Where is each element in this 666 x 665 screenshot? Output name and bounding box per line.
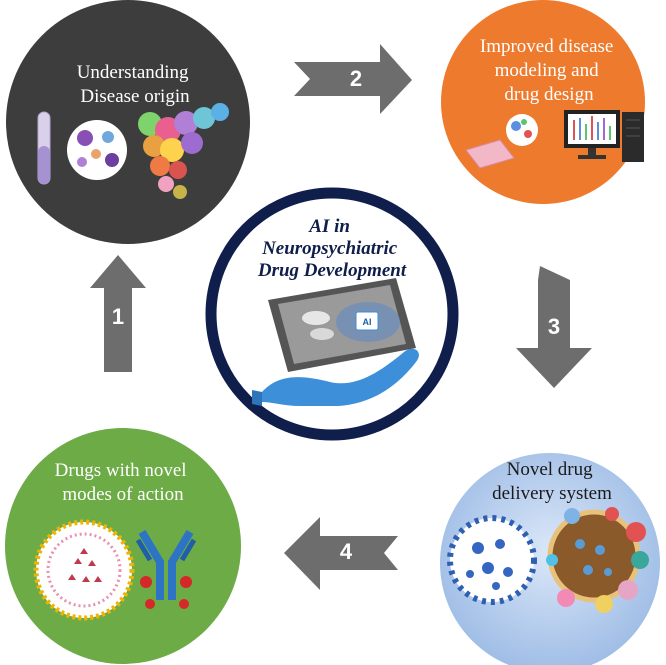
liposome-carrier-icon <box>546 507 649 613</box>
nanoparticle-icon <box>447 515 537 605</box>
stage-1-line-2: Disease origin <box>80 86 190 107</box>
stage-novel-drug-delivery: Novel drug delivery system <box>440 453 660 665</box>
stage-1-line-1: Understanding <box>77 62 189 83</box>
arrow-4-number: 4 <box>340 539 353 564</box>
center-title-line-3: Drug Development <box>257 260 407 281</box>
liposome-drug-icon <box>33 519 135 621</box>
stage-novel-modes-of-action: Drugs with novel modes of action <box>5 428 241 664</box>
server-tower-icon <box>622 112 644 162</box>
center-ai-hub: AI in Neuropsychiatric Drug Development … <box>205 187 459 441</box>
stage-2-line-2: modeling and <box>495 60 599 81</box>
pill-icon <box>302 311 330 325</box>
svg-text:Drugs with novel modes o: Drugs with novel modes of action <box>55 460 192 505</box>
center-title-line-2: Neuropsychiatric <box>261 238 398 259</box>
svg-text:Improved disease modelin: Improved disease modeling and drug desig… <box>480 36 618 105</box>
arrow-2-number: 2 <box>350 66 362 91</box>
svg-text:Understanding Disease or: Understanding Disease origin <box>77 62 194 107</box>
antibody-icon <box>135 529 197 609</box>
stage-4-line-1: Drugs with novel <box>55 460 187 481</box>
ai-badge-label: AI <box>363 317 372 327</box>
arrow-3-down: 3 <box>516 266 592 388</box>
test-tube-icon <box>37 111 51 185</box>
arrow-1-up: 1 <box>90 255 146 372</box>
stage-2-line-3: drug design <box>504 84 594 105</box>
pill-icon <box>310 328 334 340</box>
molecule-model-icon <box>506 114 538 146</box>
stage-circle-dark <box>6 0 250 244</box>
computer-monitor-icon <box>564 110 620 159</box>
svg-text:AI in Neuropsychiatric: AI in Neuropsychiatric Drug Development <box>257 216 407 281</box>
ai-chip-icon <box>355 311 379 331</box>
stage-3-line-2: delivery system <box>492 483 612 504</box>
stage-understanding-disease-origin: Understanding Disease origin <box>6 0 250 244</box>
arrow-2-right: 2 <box>294 44 412 114</box>
arrow-4-left: 4 <box>284 517 398 590</box>
tablet-icon: AI <box>268 278 416 372</box>
arrow-3-number: 3 <box>548 314 560 339</box>
stage-4-line-2: modes of action <box>62 484 184 505</box>
svg-text:Novel drug delivery syst: Novel drug delivery system <box>492 459 612 504</box>
cell-sample-icon <box>67 120 127 180</box>
center-title-line-1: AI in <box>308 216 350 237</box>
stage-2-line-1: Improved disease <box>480 36 613 57</box>
lab-slide-icon <box>465 139 515 169</box>
stage-improved-disease-modeling: Improved disease modeling and drug desig… <box>441 0 645 204</box>
stage-3-line-1: Novel drug <box>507 459 594 480</box>
arrow-1-number: 1 <box>112 304 124 329</box>
hand-icon <box>252 348 419 406</box>
protein-structure-icon <box>138 103 229 199</box>
